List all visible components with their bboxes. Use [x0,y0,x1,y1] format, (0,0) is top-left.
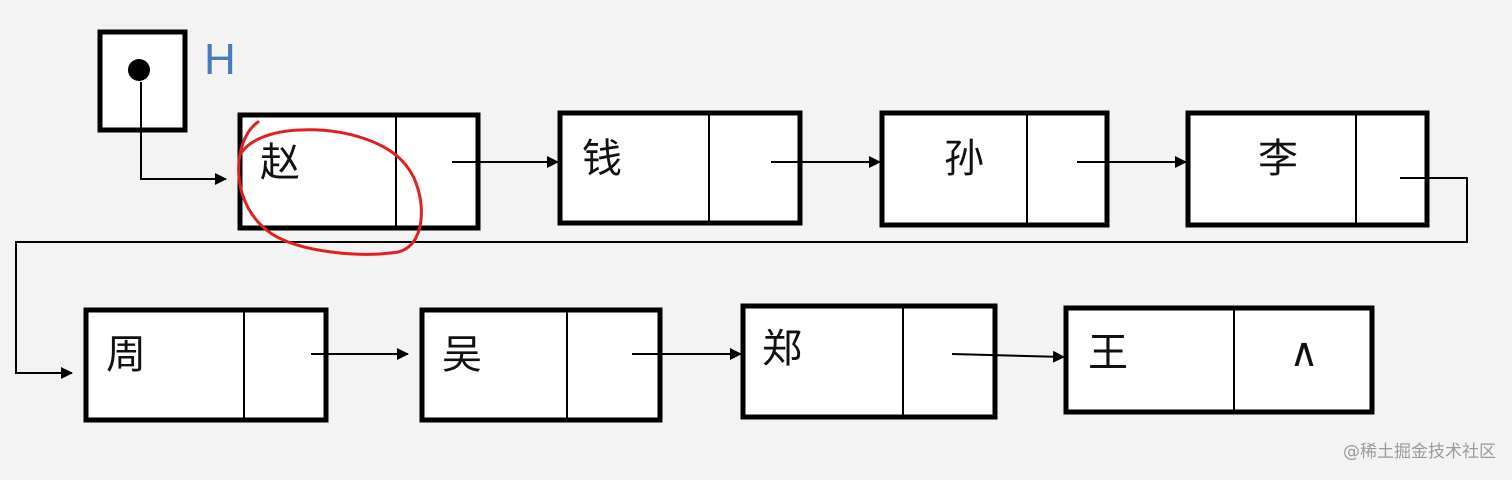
annotation-circle [237,120,423,256]
node-data: 吴 [442,332,482,378]
node-3: 孙 [879,110,1110,228]
node-data: 郑 [762,326,802,372]
node-data: 赵 [260,140,300,186]
head-pointer [97,29,188,133]
node-8: 王 ∧ [1063,305,1375,415]
node-box [1185,110,1430,228]
node-data: 李 [1258,136,1298,182]
node-1: 赵 [237,112,481,231]
node-5: 周 [83,307,329,423]
link-arrow [951,350,1065,363]
node-next: ∧ [1289,330,1318,376]
node-data: 王 [1088,330,1128,376]
node-data: 周 [106,332,146,378]
node-6: 吴 [419,307,663,423]
node-data: 孙 [944,136,984,182]
node-box [879,110,1110,228]
wrap-link-arrow [15,177,1468,379]
node-box [557,110,803,226]
head-pointer-box [97,29,188,133]
head-pointer-dot [128,59,150,81]
head-label: H [204,35,236,84]
node-box [740,303,998,420]
node-4: 李 [1185,110,1430,228]
node-box [1063,305,1375,415]
node-7: 郑 [740,303,998,420]
head-link-arrow [140,82,227,185]
node-box [419,307,663,423]
node-2: 钱 [557,110,803,226]
node-data: 钱 [582,136,622,182]
node-box [83,307,329,423]
watermark: @稀土掘金技术社区 [1343,442,1496,462]
